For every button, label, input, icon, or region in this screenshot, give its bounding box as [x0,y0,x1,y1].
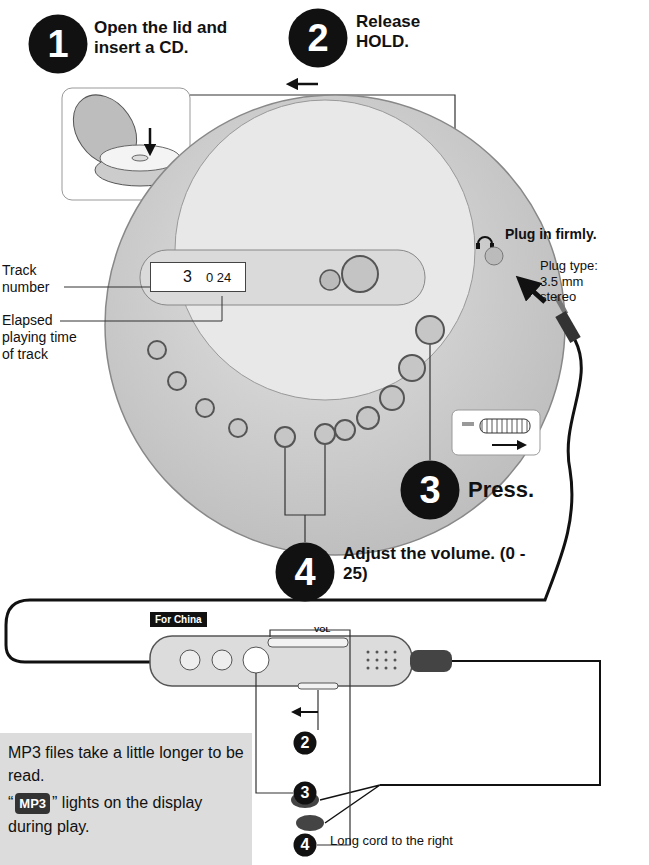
callout-number: 3 [293,781,317,805]
remote-control [150,636,452,689]
note-text: “ [8,794,13,811]
callout-number: 4Adjust the volume. (0 - 25) [275,542,335,602]
step-number: 4 [293,833,317,857]
step-heading: Adjust the volume. (0 - 25) [343,544,533,585]
region-tag: For China [155,614,202,625]
step-number: 2 [288,8,348,68]
note-text: MP3 files take a little longer to be rea… [8,741,246,787]
track-number: 3 [183,268,192,286]
step-number: 1 [28,14,88,74]
step-heading: Press. [468,477,578,503]
callout-number: 4 [293,833,317,857]
step-number: 4 [275,542,335,602]
note-box: MP3 files take a little longer to be rea… [0,733,252,865]
headphone-plug [6,296,581,662]
step-number: 3 [293,781,317,805]
part-label: Plug in firmly. [505,226,597,243]
step-number: 2 [293,731,317,755]
callout-number: 2 [293,731,317,755]
earphones [291,661,600,831]
part-label: Long cord to the right [330,833,453,849]
callout-number: 2Release HOLD. [288,8,348,68]
step-heading: Open the lid and insert a CD. [94,18,259,59]
note-line: “MP3” lights on the display during play. [8,791,246,837]
badge: For China [150,612,207,627]
step-number: 3 [400,460,460,520]
hold-slider-inset [452,410,540,455]
part-label: Elapsed playing time of track [2,312,90,362]
lcd-display: 3 0 24 [150,262,246,292]
callout-number: 3Press. [400,460,460,520]
elapsed-time: 0 24 [206,270,231,285]
badge: MP3 [15,793,50,814]
part-label: VOL [314,625,330,635]
part-label: Track number [2,262,82,296]
badge-slot: MP3 [13,794,52,811]
mp3-indicator: MP3 [19,796,46,811]
part-label: Plug type: 3.5 mm stereo [540,258,618,305]
callout-number: 1Open the lid and insert a CD. [28,14,88,74]
step-heading: Release HOLD. [356,12,466,53]
